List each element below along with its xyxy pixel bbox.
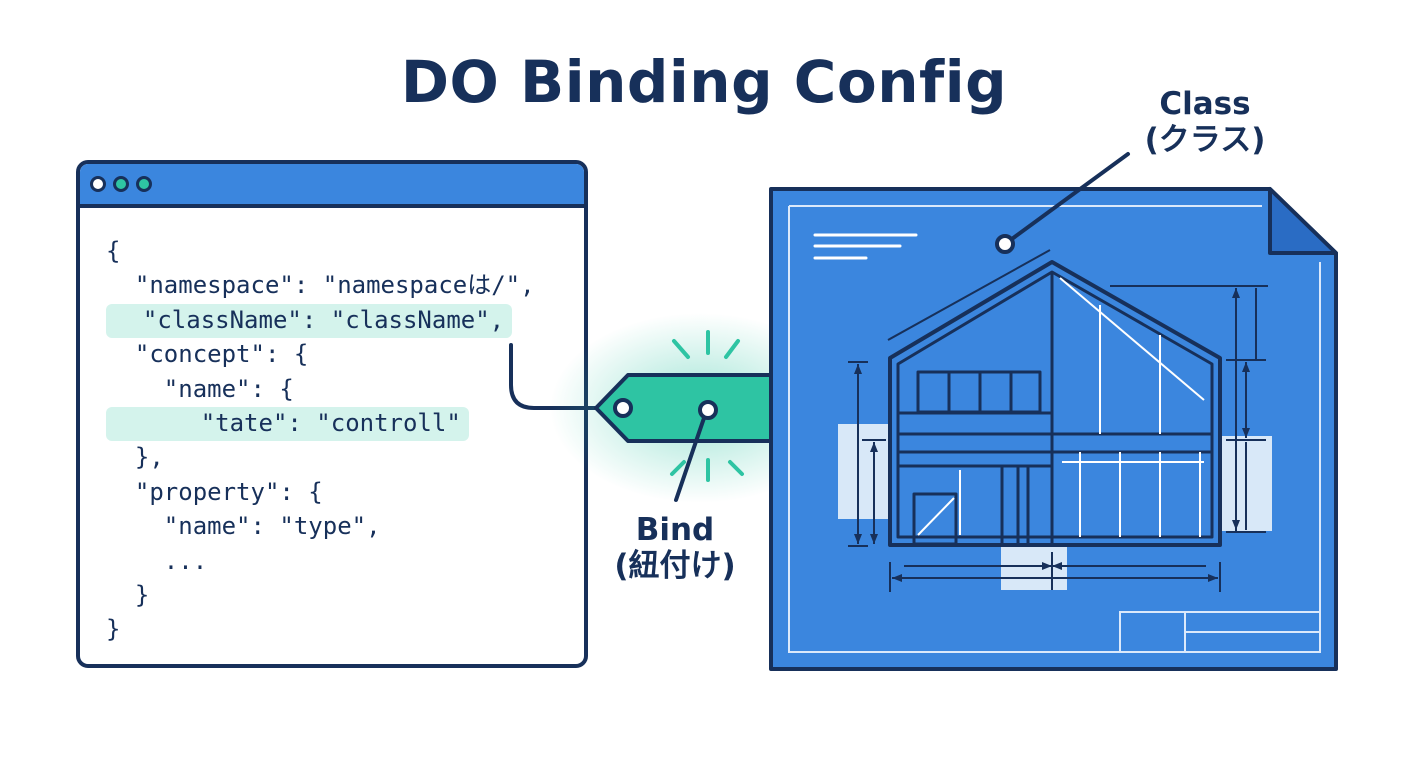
sparkle-icon: [670, 330, 744, 482]
blueprint-icon: [769, 187, 1338, 671]
code-line-text: }: [106, 580, 150, 609]
code-line-text: "name": {: [106, 374, 294, 403]
tag-hole-icon: [613, 398, 633, 418]
code-line: }: [106, 578, 535, 612]
class-pointer-line: [1003, 152, 1130, 246]
code-line: "property": {: [106, 475, 535, 509]
code-line-text: ...: [106, 546, 208, 575]
page-title: DO Binding Config: [400, 48, 1008, 116]
class-label-title: Class: [1159, 86, 1251, 122]
window-dot-icon: [113, 176, 129, 192]
code-line: ...: [106, 544, 535, 578]
bind-connector-line: [509, 343, 622, 410]
bind-label-subtitle: (紐付け): [614, 548, 736, 584]
class-pin-icon: [995, 234, 1015, 254]
code-line-text: "property": {: [106, 477, 323, 506]
code-line-text: {: [106, 237, 121, 265]
code-line-text: }: [106, 615, 121, 644]
class-label: Class (クラス): [1120, 86, 1290, 158]
code-line-highlighted: "tate": "controll": [106, 406, 535, 441]
code-line-text: "concept": {: [106, 340, 309, 369]
window-dot-icon: [136, 176, 152, 192]
code-line: {: [106, 234, 535, 268]
code-line: },: [106, 440, 535, 474]
window-dot-icon: [90, 176, 106, 192]
json-code-block: { "namespace": "namespaceは/", "className…: [106, 234, 535, 647]
class-label-subtitle: (クラス): [1144, 122, 1266, 158]
code-line-highlighted: "className": "className",: [106, 303, 535, 338]
code-line: "name": "type",: [106, 509, 535, 543]
code-line: }: [106, 612, 535, 646]
code-window: { "namespace": "namespaceは/", "className…: [76, 160, 588, 668]
bind-label: Bind (紐付け): [590, 512, 760, 584]
tag-pin-icon: [698, 400, 718, 420]
bind-pointer-line: [674, 416, 706, 502]
code-line: "name": {: [106, 372, 535, 406]
code-line-text: },: [106, 443, 164, 472]
code-line-text: "tate": "controll": [106, 406, 469, 441]
code-line-text: "namespace": "namespaceは/",: [106, 271, 535, 300]
code-line-text: "className": "className",: [106, 303, 513, 338]
code-line-text: "name": "type",: [106, 512, 381, 541]
bind-label-title: Bind: [635, 512, 715, 548]
code-line: "namespace": "namespaceは/",: [106, 268, 535, 302]
code-line: "concept": {: [106, 337, 535, 371]
window-titlebar: [80, 164, 584, 208]
